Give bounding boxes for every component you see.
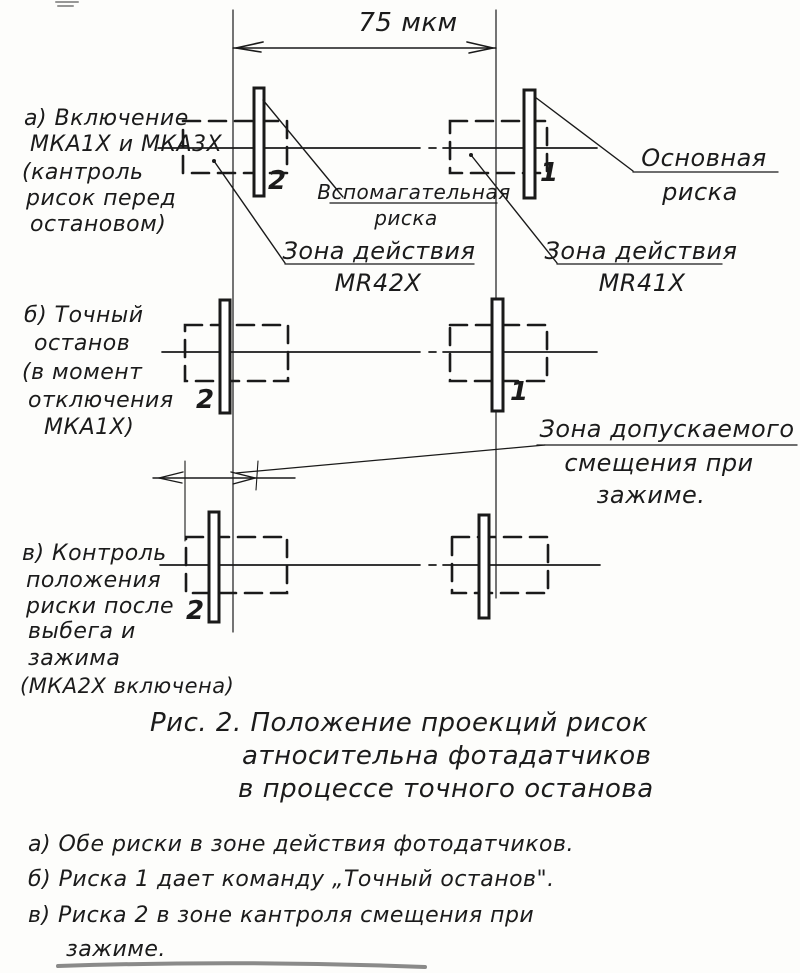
callout-main-mark-line: Основная	[641, 144, 767, 172]
clamp-dim-arrow-right	[230, 471, 256, 485]
row-b-mark-2	[218, 298, 232, 415]
note-line-b: б) Риска 1 дает команду „Точный останов"…	[28, 867, 555, 892]
row-v-sensor-left	[184, 535, 289, 595]
callout-clamp-zone-line: Зона допускаемого	[539, 415, 795, 443]
mark-number-2-row-a: 2	[268, 166, 287, 196]
note-line-a: а) Обе риски в зоне действия фотодатчико…	[28, 832, 574, 857]
label-v-line: в) Контроль	[22, 541, 167, 566]
dimension-arrow-right	[466, 41, 494, 54]
leader-aux-mark	[262, 99, 344, 198]
dimension-75mkm	[232, 41, 497, 54]
leader-zone-mr41x	[470, 154, 558, 264]
callout-zone-mr42x-line: Зона действия	[282, 237, 476, 265]
label-a-line: а) Включение	[24, 106, 189, 131]
label-v-line: зажима	[28, 646, 121, 671]
row-v-sensor-right	[450, 535, 550, 595]
row-a-drawing	[157, 86, 779, 265]
callout-clamp-zone-line: смещения при	[564, 449, 754, 477]
label-a-line: МКА1Х и МКА3Х	[30, 132, 223, 157]
caption-line: атносительна фотадатчиков	[242, 741, 652, 771]
caption-line: в процессе точного останова	[238, 774, 654, 804]
row-a-mark-1	[522, 88, 537, 200]
callout-main-mark-line: риска	[662, 178, 738, 206]
leader-clamp-zone	[235, 444, 546, 474]
scan-smudge-bottom	[56, 961, 427, 969]
label-b-line: отключения	[28, 388, 174, 413]
note-line-v: в) Риска 2 в зоне кантроля смещения при	[28, 903, 535, 928]
label-b-line: МКА1Х)	[44, 415, 135, 440]
label-v-line: риски после	[26, 594, 174, 619]
row-v-mark-right	[477, 513, 491, 620]
clamp-dim-arrow-left	[158, 471, 184, 484]
label-b-line: останов	[34, 331, 131, 356]
label-a-line: остановом)	[30, 212, 167, 237]
callout-zone-mr41x-line: Зона действия	[544, 237, 738, 265]
leader-main-mark	[534, 96, 634, 172]
scan-smudge-top	[55, 1, 79, 7]
row-v-drawing	[152, 444, 798, 624]
dimension-arrow-left	[235, 41, 264, 53]
caption-line: Рис. 2. Положение проекций рисок	[150, 708, 649, 738]
note-line-v-cont: зажиме.	[66, 937, 166, 962]
mark-number-1-row-b: 1	[510, 377, 529, 407]
callout-aux-mark-line: Вспомагательная	[317, 180, 511, 204]
dimension-value-label: 75 мкм	[358, 8, 458, 38]
label-a-line: (кантроль	[22, 160, 144, 185]
callout-zone-mr41x-line: MR41X	[598, 269, 686, 297]
clamp-zone-dimension	[152, 460, 296, 542]
row-b-sensor-left	[183, 323, 290, 383]
label-b-line: б) Точный	[24, 303, 144, 328]
row-a-sensor-right	[448, 119, 549, 175]
label-v-line: положения	[26, 568, 162, 593]
row-b-drawing	[161, 297, 598, 415]
mark-number-2-row-b: 2	[196, 385, 215, 415]
leader-zone-mr42x	[213, 160, 286, 264]
row-a-sensor-left	[181, 119, 289, 175]
row-b-mark-1	[490, 297, 505, 413]
label-a-line: рисок перед	[26, 186, 177, 211]
row-v-mark-2	[207, 510, 221, 624]
label-v-line: выбега и	[28, 619, 136, 644]
callout-aux-mark-line: риска	[374, 206, 438, 230]
callout-zone-mr42x-line: MR42X	[334, 269, 422, 297]
callout-clamp-zone-line: зажиме.	[596, 481, 706, 509]
row-a-mark-2	[252, 86, 266, 198]
mark-number-1-row-a: 1	[540, 158, 559, 188]
label-v-line: (МКА2Х включена)	[20, 674, 235, 698]
mark-number-2-row-v: 2	[186, 596, 205, 626]
row-b-sensor-right	[448, 323, 549, 383]
label-b-line: (в момент	[22, 360, 143, 385]
